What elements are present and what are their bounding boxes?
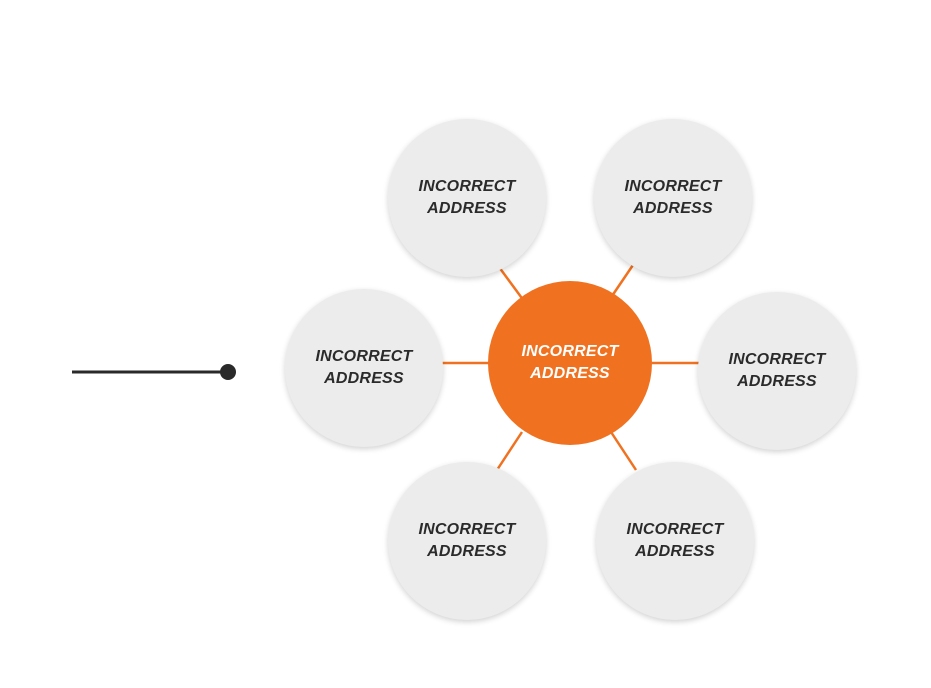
node-label-line2: ADDRESS [633, 200, 713, 217]
node-label: INCORRECT ADDRESS [316, 346, 413, 390]
node-label-line2: ADDRESS [427, 200, 507, 217]
node-label-line1: INCORRECT [728, 351, 826, 368]
node-top-left: INCORRECT ADDRESS [388, 119, 546, 277]
connector-top-right [610, 264, 635, 297]
center-node-label: INCORRECT ADDRESS [522, 341, 619, 385]
node-label-line2: ADDRESS [737, 373, 817, 390]
node-label-line1: INCORRECT [418, 178, 516, 195]
node-label: INCORRECT ADDRESS [419, 519, 516, 563]
center-node-line2: ADDRESS [530, 365, 610, 382]
node-label-line2: ADDRESS [427, 543, 507, 560]
node-label: INCORRECT ADDRESS [625, 176, 722, 220]
node-label-line2: ADDRESS [324, 370, 404, 387]
center-node: INCORRECT ADDRESS [488, 281, 652, 445]
center-node-line1: INCORRECT [521, 343, 619, 360]
node-label-line1: INCORRECT [626, 521, 724, 538]
node-label-line2: ADDRESS [635, 543, 715, 560]
node-label-line1: INCORRECT [418, 521, 516, 538]
node-top-right: INCORRECT ADDRESS [594, 119, 752, 277]
pointer-dot [220, 364, 236, 380]
node-label-line1: INCORRECT [315, 348, 413, 365]
node-label: INCORRECT ADDRESS [419, 176, 516, 220]
node-label: INCORRECT ADDRESS [627, 519, 724, 563]
node-bottom-right: INCORRECT ADDRESS [596, 462, 754, 620]
connector-bottom-left [495, 431, 524, 471]
node-label-line1: INCORRECT [624, 178, 722, 195]
node-left: INCORRECT ADDRESS [285, 289, 443, 447]
node-label: INCORRECT ADDRESS [729, 349, 826, 393]
connector-bottom-right [609, 431, 638, 471]
node-bottom-left: INCORRECT ADDRESS [388, 462, 546, 620]
node-right: INCORRECT ADDRESS [698, 292, 856, 450]
connector-top-left [497, 266, 526, 302]
